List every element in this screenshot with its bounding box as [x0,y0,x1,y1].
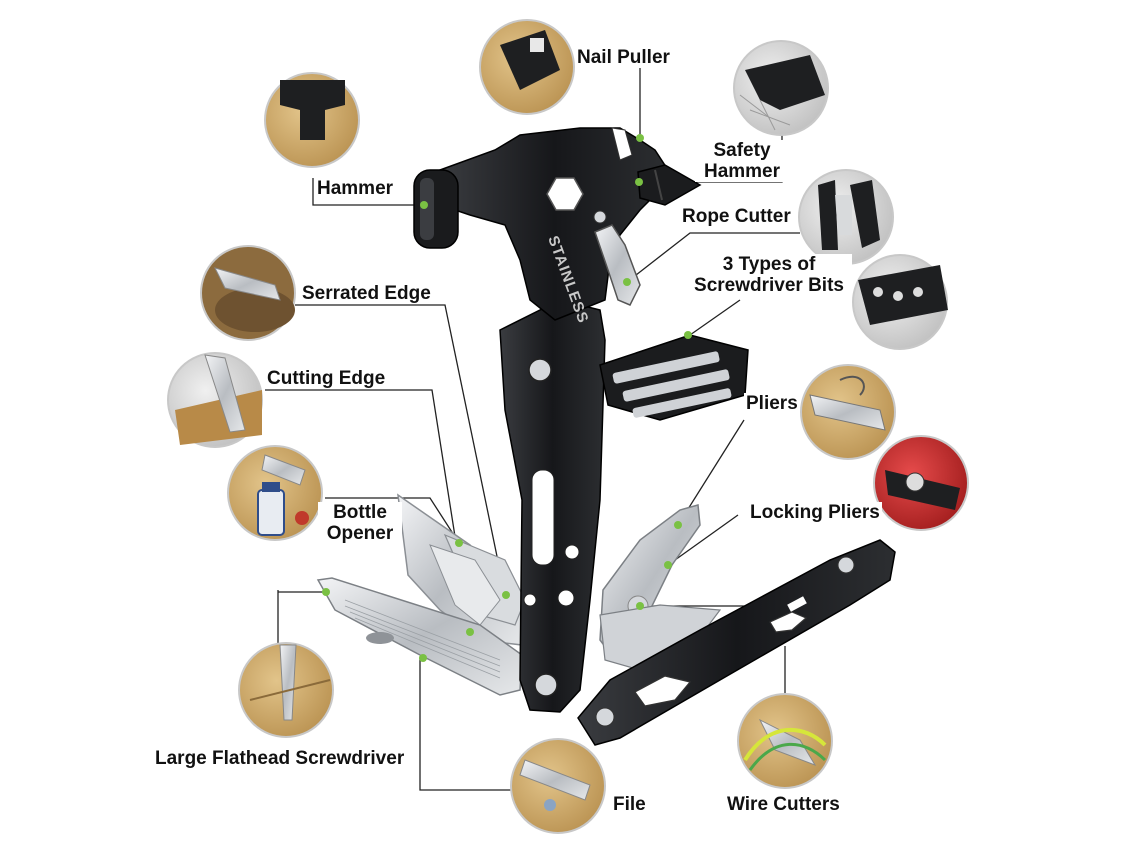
thumb-rope-cutter [798,169,894,265]
hex-wrench-hole [546,177,584,211]
bottle-opener-blade [429,544,501,626]
thumb-cutting-edge [167,352,263,448]
safety-hammer-tip [637,164,702,206]
marker-dots [322,134,692,662]
thumb-pliers [800,364,896,460]
label-file: File [611,794,648,815]
label-large-flathead-screwdriver: Large Flathead Screwdriver [153,748,407,769]
label-rope-cutter: Rope Cutter [680,206,793,227]
thumb-locking-pliers [873,435,969,531]
label-nail-puller: Nail Puller [575,47,672,68]
thumb-screwdriver-bits [852,254,948,350]
label-cutting-edge: Cutting Edge [265,368,388,389]
thumb-file [510,738,606,834]
thumb-safety-hammer [733,40,829,136]
file-slot [366,632,394,644]
thumb-wire-cutters [737,693,833,789]
label-hammer: Hammer [315,178,396,199]
label-wire-cutters: Wire Cutters [725,794,842,815]
leader-lines [265,58,800,791]
label-pliers: Pliers [744,393,800,414]
thumb-serrated-edge [200,245,296,341]
label-locking-pliers: Locking Pliers [748,502,882,523]
thumb-bottle-opener [227,445,323,541]
hammer-head [439,127,669,321]
thumb-hammer [264,72,360,168]
multitool: STAINLESS [316,127,896,746]
detail-thumbnails [167,19,969,834]
screwdriver-bits-holder [599,334,749,421]
thumb-nail-puller [479,19,575,115]
label-serrated-edge: Serrated Edge [300,283,433,304]
thumb-large-flathead [238,642,334,738]
